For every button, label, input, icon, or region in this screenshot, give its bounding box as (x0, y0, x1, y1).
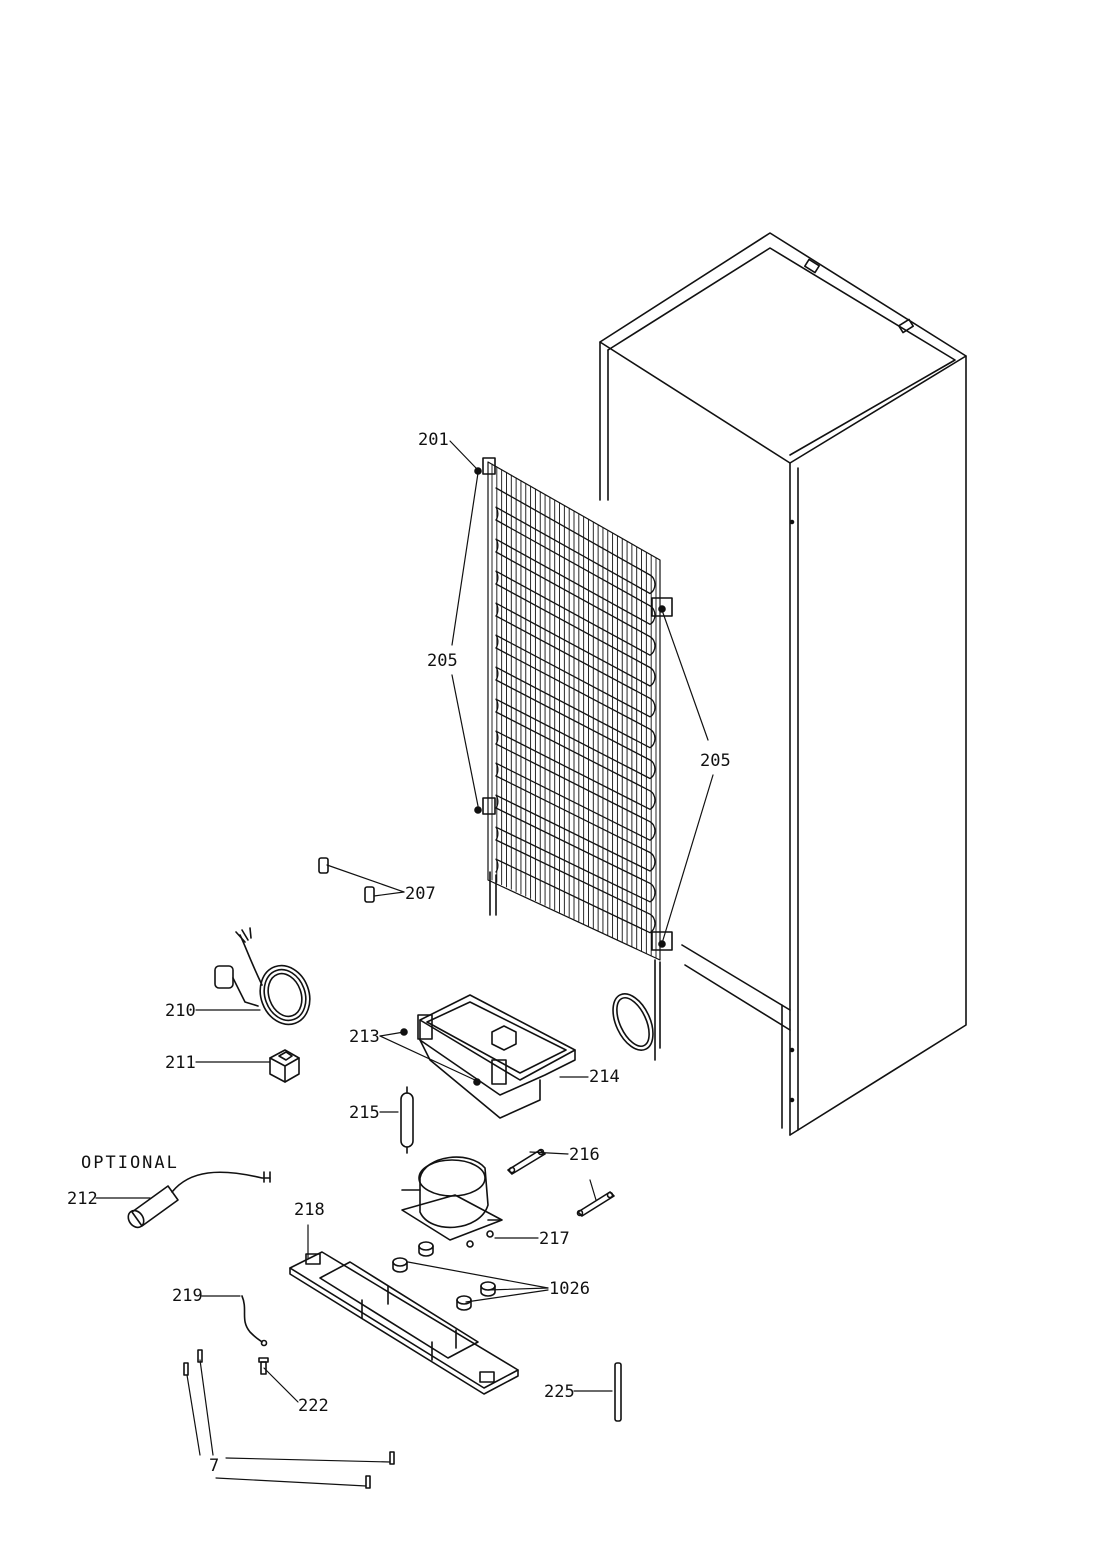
label-215: 215 (349, 1103, 380, 1123)
label-216: 216 (569, 1145, 600, 1165)
filter-drier-215 (401, 1087, 413, 1153)
label-211: 211 (165, 1053, 196, 1073)
label-217: 217 (539, 1229, 570, 1249)
clip-216 (508, 1150, 614, 1217)
condenser (483, 458, 672, 1060)
screws-205 (475, 606, 665, 947)
label-219: 219 (172, 1286, 203, 1306)
block-211 (270, 1050, 299, 1082)
label-214: 214 (589, 1067, 620, 1087)
condenser-coil (496, 552, 655, 655)
compressor-217 (402, 1157, 502, 1247)
label-222: 222 (298, 1396, 329, 1416)
label-213: 213 (349, 1027, 380, 1047)
bolts-7 (184, 1350, 394, 1488)
label-218: 218 (294, 1200, 325, 1220)
condenser-coil (496, 488, 655, 594)
label-optional: OPTIONAL (81, 1153, 179, 1173)
condenser-coil (496, 776, 655, 871)
wire-219 (242, 1296, 267, 1346)
condenser-coil (496, 744, 655, 840)
condenser-coil (496, 520, 655, 624)
label-7: 7 (209, 1456, 220, 1476)
drip-tray-214 (418, 995, 575, 1118)
label-201: 201 (418, 430, 449, 450)
label-212: 212 (67, 1189, 98, 1209)
label-225: 225 (544, 1382, 575, 1402)
label-207: 207 (405, 884, 436, 904)
condenser-coil (496, 648, 655, 748)
spacer-207 (319, 858, 374, 902)
power-cord-210 (215, 928, 318, 1031)
condenser-coil (496, 808, 655, 902)
optional-part-212 (125, 1172, 270, 1230)
cabinet (600, 233, 966, 1135)
condenser-coil (496, 840, 655, 933)
tube-225 (615, 1363, 621, 1421)
grommets-1026 (393, 1242, 495, 1310)
condenser-coil (496, 616, 655, 717)
base-plate-218 (290, 1252, 518, 1394)
condenser-coil (496, 680, 655, 779)
condenser-coil (496, 712, 655, 809)
screw-222 (259, 1358, 268, 1374)
label-1026: 1026 (549, 1279, 590, 1299)
leader-lines (96, 441, 713, 1486)
label-205-left: 205 (427, 651, 458, 671)
condenser-coil (496, 584, 655, 686)
label-205-right: 205 (700, 751, 731, 771)
label-210: 210 (165, 1001, 196, 1021)
